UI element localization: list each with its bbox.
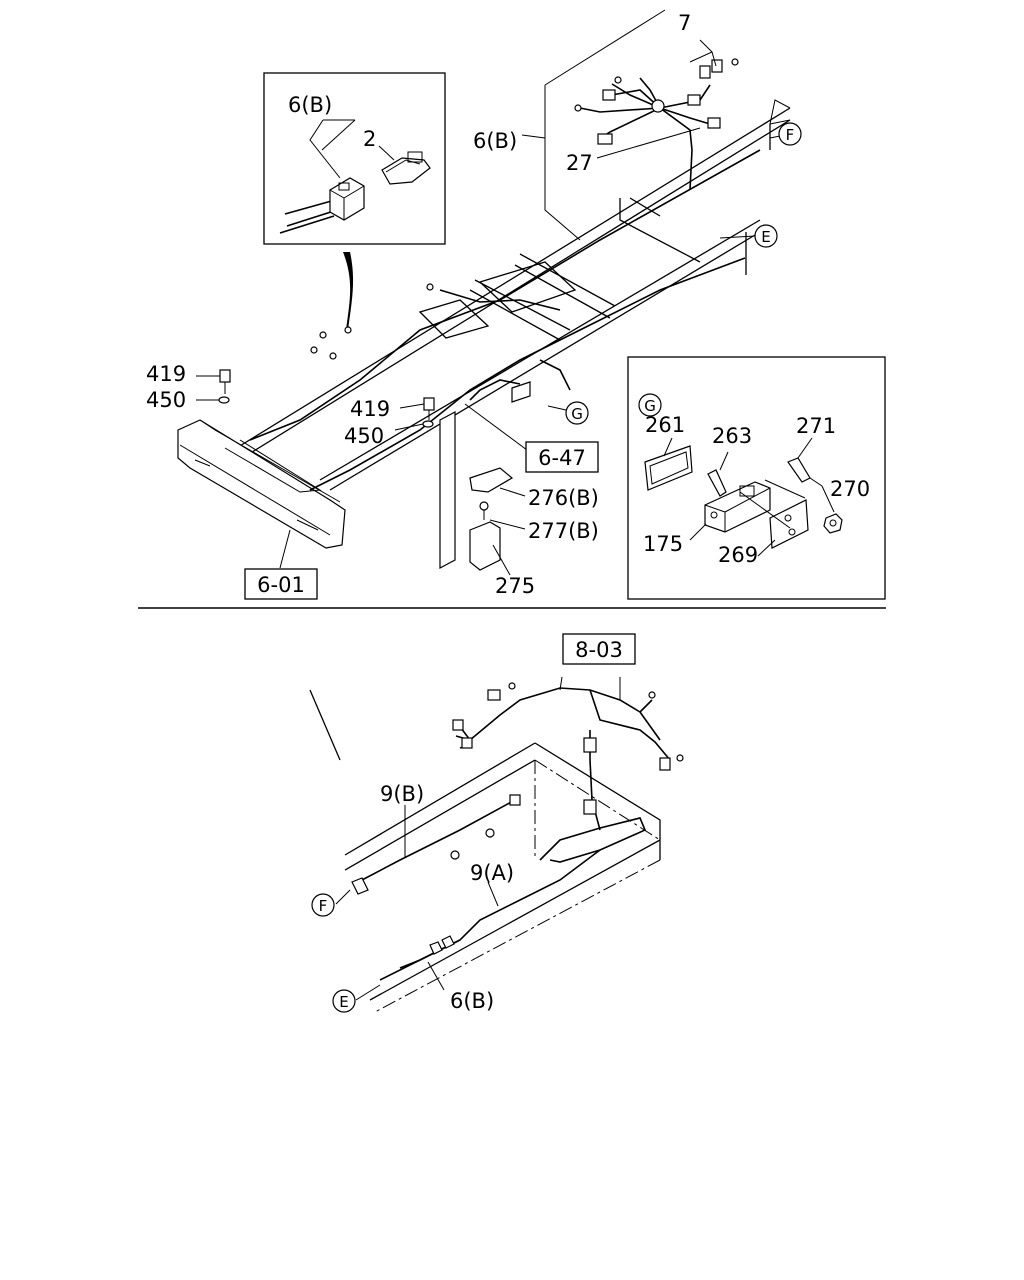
callout-f-top-text: F (786, 126, 795, 144)
inset-pointer (343, 252, 354, 330)
chassis-frame: 7 6(B) 27 419 450 419 450 276(B) 277(B) … (146, 9, 802, 600)
label-271: 271 (796, 414, 836, 438)
label-261: 261 (645, 413, 685, 437)
ref-box-8-03[interactable] (562, 633, 636, 665)
ref-6-01[interactable]: 6-01 (257, 573, 305, 597)
ref-8-03[interactable]: 8-03 (575, 638, 623, 662)
label-419-left: 419 (146, 362, 186, 386)
label-419-right: 419 (350, 397, 390, 421)
callout-e-top (754, 224, 778, 248)
callout-g-main-text: G (571, 405, 583, 423)
label-175: 175 (643, 532, 683, 556)
label-269: 269 (718, 543, 758, 567)
callout-g-main (565, 401, 589, 425)
label-450-left: 450 (146, 388, 186, 412)
callout-g-inset-text: G (644, 397, 656, 415)
callout-f-top (778, 122, 802, 146)
label-277b: 277(B) (528, 519, 599, 543)
ref-box-6-01[interactable] (244, 568, 318, 600)
label-7: 7 (678, 11, 691, 35)
label-9a: 9(A) (470, 861, 514, 885)
label-9b: 9(B) (380, 782, 424, 806)
label-6b-main: 6(B) (473, 129, 517, 153)
label-450-right: 450 (344, 424, 384, 448)
rear-frame-section: 8-03 9(B) 9(A) 6(B) F E (309, 633, 684, 1013)
label-276b: 276(B) (528, 486, 599, 510)
callout-e-bottom-text: E (339, 993, 348, 1011)
label-2: 2 (363, 127, 376, 151)
label-270: 270 (830, 477, 870, 501)
callout-g-inset (638, 393, 662, 417)
connector-inset: 6(B) 2 (263, 72, 446, 245)
detail-g-inset: G 261 263 271 270 175 269 (627, 356, 886, 600)
label-27: 27 (566, 151, 593, 175)
callout-e-top-text: E (761, 228, 770, 246)
callout-f-bottom (311, 893, 335, 917)
label-6b-bottom: 6(B) (450, 989, 494, 1013)
label-6b-inset: 6(B) (288, 93, 332, 117)
ref-6-47[interactable]: 6-47 (538, 446, 586, 470)
callout-e-bottom (332, 989, 356, 1013)
label-275: 275 (495, 574, 535, 598)
ref-box-6-47[interactable] (525, 441, 599, 473)
callout-f-bottom-text: F (319, 897, 328, 915)
label-263: 263 (712, 424, 752, 448)
